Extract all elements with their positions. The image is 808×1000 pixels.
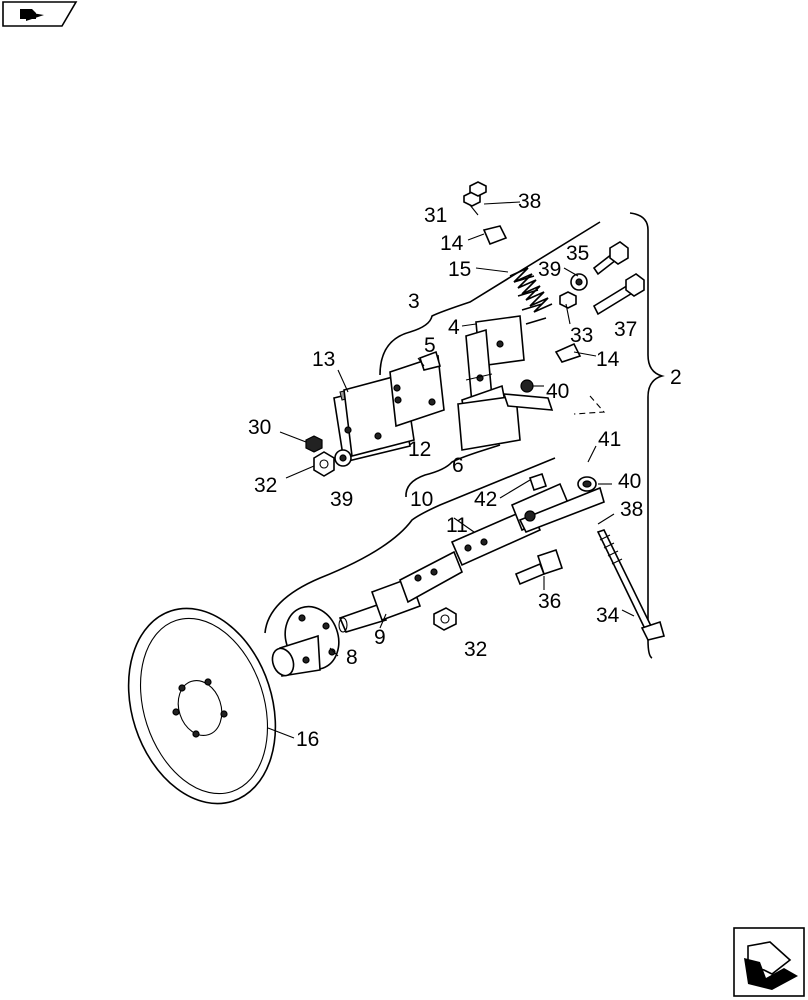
callout-16: 16 [296,728,319,751]
callout-10: 10 [410,488,433,511]
callout-labels: 31 38 14 35 15 39 3 4 33 37 13 5 14 2 40… [248,190,682,751]
bolt-36 [514,548,564,586]
arm-strap [399,482,605,604]
assembly-6-brace [405,444,501,498]
callout-8: 8 [346,646,358,669]
callout-38-upper: 38 [518,190,541,213]
bolt-35 [592,241,629,276]
hub [271,605,340,677]
callout-39-lower: 39 [330,488,353,511]
nut-32-upper [313,451,335,477]
manual-tab-icon[interactable] [2,1,78,27]
nut-33 [559,291,577,309]
callout-37: 37 [614,318,637,341]
bracket-plate [389,350,445,428]
washer-40-lower [577,476,597,492]
callout-15: 15 [448,258,471,281]
callout-33: 33 [570,324,593,347]
long-bolt [596,529,665,641]
callout-12: 12 [408,438,431,461]
callout-11: 11 [446,514,468,537]
callout-6: 6 [452,454,464,477]
frame-mount [457,315,554,451]
callout-13: 13 [312,348,335,371]
callout-32-upper: 32 [254,474,277,497]
callout-9: 9 [374,626,386,649]
callout-35: 35 [566,242,589,265]
next-page-arrow-icon[interactable] [733,927,805,997]
nut-32-lower [433,607,457,631]
assembly-3-brace [379,221,601,376]
callout-36: 36 [538,590,561,613]
callout-38-lower: 38 [620,498,643,521]
callout-3: 3 [408,290,420,313]
callout-4: 4 [448,316,460,339]
assembly-2-brace [629,212,665,659]
assembly-10-brace [264,457,556,634]
callout-5: 5 [424,334,436,357]
callout-14-upper: 14 [440,232,464,255]
callout-40-upper: 40 [546,380,569,403]
callout-31: 31 [424,204,447,227]
callout-41: 41 [598,428,621,451]
grease-cap-14-upper [482,225,508,246]
leader-lines [267,201,635,739]
callout-42: 42 [474,488,497,511]
small-bolt-42 [528,472,548,492]
callout-14-lower: 14 [596,348,620,371]
nut-30 [305,435,323,453]
callout-2: 2 [670,366,682,389]
coil-spring [509,267,553,325]
callout-30: 30 [248,416,271,439]
bolt-37 [592,273,645,316]
grease-cap-14-lower [554,342,582,363]
washer-40-upper [520,379,534,393]
callout-34: 34 [596,604,620,627]
callout-39-upper: 39 [538,258,561,281]
disc-wheel [127,607,277,805]
washer-39-upper [570,273,588,291]
callout-40-lower: 40 [618,470,641,493]
bolts-31 [463,181,487,207]
callout-32-lower: 32 [464,638,487,661]
washer-39-lower [334,449,352,467]
spindle [338,576,422,633]
